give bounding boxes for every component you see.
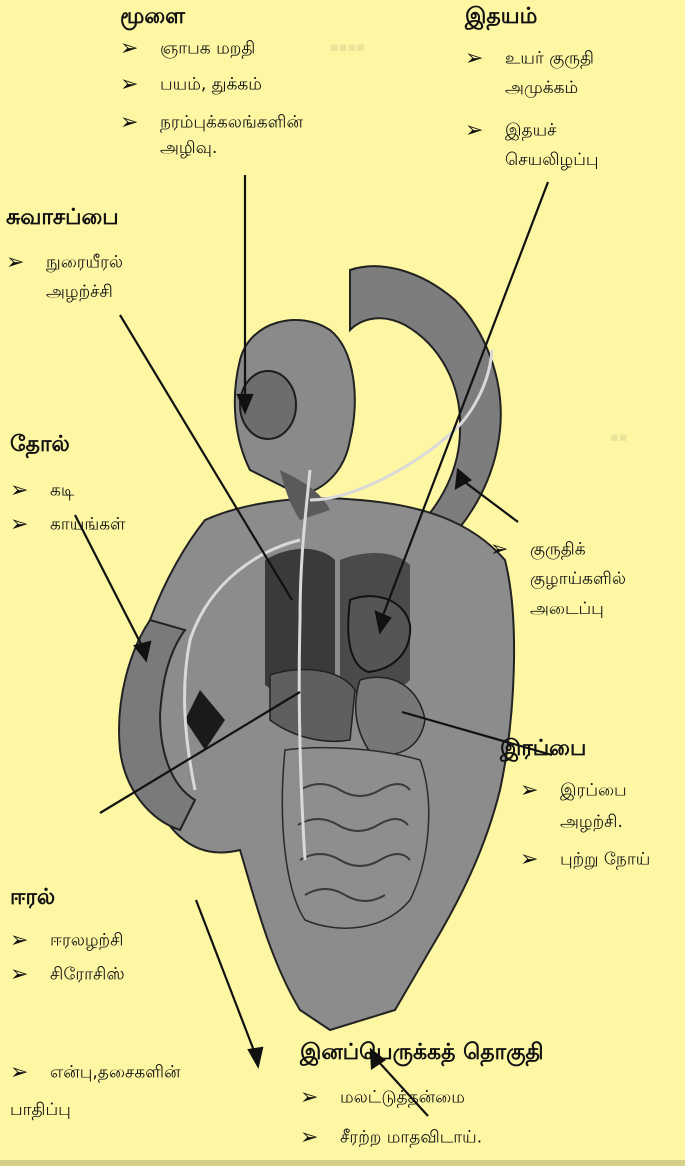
liver-item-1: ➢ஈரலழற்சி <box>10 928 123 954</box>
vessels-item-1-cont: குழாய்களில் <box>530 567 626 592</box>
bullet-arrow-icon: ➢ <box>520 847 560 872</box>
brain-item-text: ஞாபக மறதி <box>160 39 255 59</box>
pointer-line-bones <box>196 900 256 1056</box>
reproductive-item-text: மலட்டுத்தன்மை <box>340 1088 465 1108</box>
lungs-item-1: ➢நுரையீரல் <box>6 250 123 276</box>
stomach-item-text: புற்று நோய் <box>560 850 650 870</box>
skin-item-text: காயங்கள் <box>50 515 125 535</box>
brain-item-2: ➢பயம், துக்கம் <box>120 72 262 98</box>
bullet-arrow-icon: ➢ <box>120 36 160 61</box>
heart-item-1-cont: அமுக்கம் <box>505 76 578 101</box>
bullet-arrow-icon: ➢ <box>300 1125 340 1150</box>
bullet-arrow-icon: ➢ <box>10 478 50 503</box>
reproductive-title: இனப்பெருக்கத் தொகுதி <box>300 1040 544 1068</box>
bullet-arrow-icon: ➢ <box>490 537 530 562</box>
skin-title: தோல் <box>10 432 70 460</box>
heart-item-text: உயர் குருதி <box>505 49 594 69</box>
stomach-item-text: இரப்பை <box>560 781 627 801</box>
heart-item-2-cont: செயலிழப்பு <box>505 148 599 173</box>
liver-item-text: சிரோசிஸ் <box>50 965 125 985</box>
reproductive-item-2: ➢சீரற்ற மாதவிடாய். <box>300 1125 482 1151</box>
bones-item-1-cont: பாதிப்பு <box>10 1098 71 1123</box>
brain-title: மூளை <box>120 4 185 32</box>
page-bottom-edge <box>0 1160 685 1166</box>
reproductive-item-1: ➢மலட்டுத்தன்மை <box>300 1085 465 1111</box>
stomach-item-2: ➢புற்று நோய் <box>520 847 650 873</box>
brain-item-3: ➢நரம்புக்கலங்களின் <box>120 110 303 136</box>
bullet-arrow-icon: ➢ <box>465 46 505 71</box>
bullet-arrow-icon: ➢ <box>120 72 160 97</box>
bullet-arrow-icon: ➢ <box>10 512 50 537</box>
vessels-item-1-cont2: அடைப்பு <box>530 597 604 622</box>
bones-item-text: என்பு,தசைகளின் <box>50 1063 181 1083</box>
bones-item-1: ➢என்பு,தசைகளின் <box>10 1060 181 1086</box>
heart-title: இதயம் <box>465 4 537 32</box>
bullet-arrow-icon: ➢ <box>10 1060 50 1085</box>
bullet-arrow-icon: ➢ <box>520 778 560 803</box>
heart-item-text: இதயச் <box>505 121 557 141</box>
bullet-arrow-icon: ➢ <box>6 250 46 275</box>
stomach-item-1: ➢இரப்பை <box>520 778 627 804</box>
bullet-arrow-icon: ➢ <box>10 928 50 953</box>
reproductive-item-text: சீரற்ற மாதவிடாய். <box>340 1128 482 1148</box>
bullet-arrow-icon: ➢ <box>300 1085 340 1110</box>
brain-item-text: நரம்புக்கலங்களின் <box>160 113 303 133</box>
liver-title: ஈரல் <box>10 885 55 913</box>
lungs-item-text: நுரையீரல் <box>46 253 123 273</box>
skin-item-1: ➢கடி <box>10 478 74 504</box>
skin-item-2: ➢காயங்கள் <box>10 512 125 538</box>
human-body-illustration <box>119 266 514 1030</box>
skin-item-text: கடி <box>50 481 74 501</box>
bullet-arrow-icon: ➢ <box>465 118 505 143</box>
lungs-item-1-cont: அழற்ச்சி <box>46 280 113 305</box>
heart-item-1: ➢உயர் குருதி <box>465 46 594 72</box>
brain-item-text: பயம், துக்கம் <box>160 75 262 95</box>
liver-item-2: ➢சிரோசிஸ் <box>10 962 125 988</box>
liver-item-text: ஈரலழற்சி <box>50 931 123 951</box>
arrowhead-bones <box>249 1048 262 1066</box>
stomach-title: இரப்பை <box>500 736 586 764</box>
lungs-title: சுவாசப்பை <box>6 205 119 233</box>
vessels-item-text: குருதிக் <box>530 540 586 560</box>
bullet-arrow-icon: ➢ <box>120 110 160 135</box>
vessels-item-1: ➢குருதிக் <box>490 537 586 563</box>
brain-item-3-cont: அழிவு. <box>160 136 217 161</box>
heart-item-2: ➢இதயச் <box>465 118 557 144</box>
bullet-arrow-icon: ➢ <box>10 962 50 987</box>
stomach-item-1-cont: அழற்சி. <box>560 810 623 835</box>
brain-item-1: ➢ஞாபக மறதி <box>120 36 255 62</box>
